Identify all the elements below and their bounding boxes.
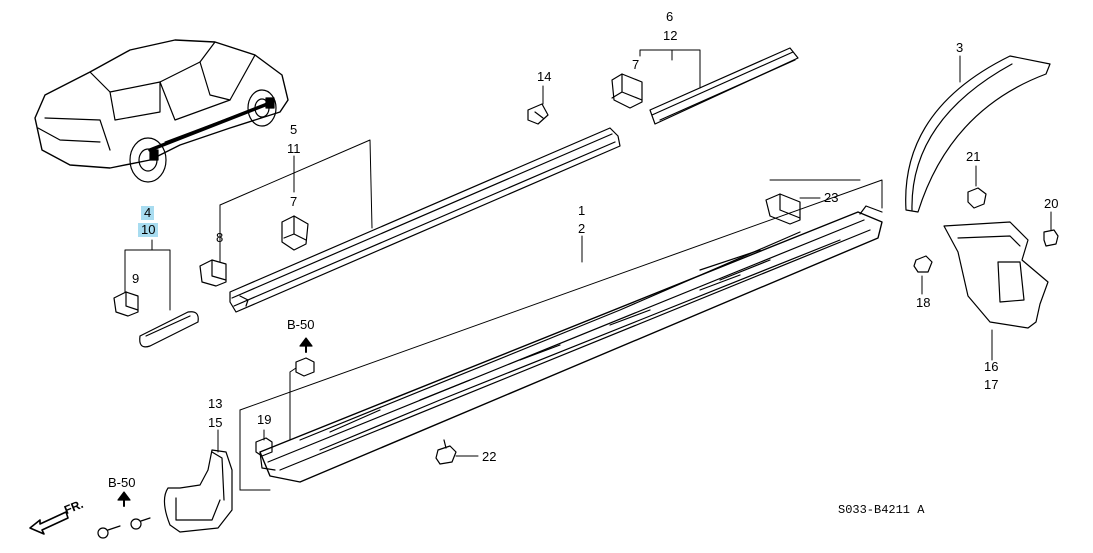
nut-21[interactable] <box>967 187 987 209</box>
label-part-21[interactable]: 21 <box>966 149 981 164</box>
label-part-16[interactable]: 16 <box>984 359 999 374</box>
label-part-20[interactable]: 20 <box>1044 196 1059 211</box>
part-13-15-front-mudguard[interactable] <box>163 449 233 533</box>
label-part-6[interactable]: 6 <box>666 9 674 24</box>
label-part-11[interactable]: 11 <box>287 141 301 156</box>
screw-22[interactable] <box>435 439 457 465</box>
nut-20[interactable] <box>1043 229 1059 247</box>
label-part-23[interactable]: 23 <box>824 190 839 205</box>
screws-front[interactable] <box>97 517 151 539</box>
label-part-3[interactable]: 3 <box>956 40 964 55</box>
label-part-9[interactable]: 9 <box>132 271 140 286</box>
label-b50-upper[interactable]: B-50 <box>287 317 315 332</box>
label-part-10[interactable]: 10 <box>138 223 159 237</box>
arrow-up-b50-upper <box>299 337 313 353</box>
clip-7-middle[interactable] <box>281 215 309 251</box>
label-part-12[interactable]: 12 <box>663 28 678 43</box>
label-part-19[interactable]: 19 <box>257 412 272 427</box>
label-part-14[interactable]: 14 <box>537 69 552 84</box>
label-part-17[interactable]: 17 <box>984 377 999 392</box>
part-1-2-side-sill[interactable] <box>259 205 883 483</box>
label-part-15[interactable]: 15 <box>208 415 223 430</box>
part-16-17-rear-mudguard[interactable] <box>943 221 1049 329</box>
arrow-up-b50-lower <box>117 491 131 507</box>
part-6-12-molding[interactable] <box>649 47 799 125</box>
label-part-7-upper[interactable]: 7 <box>632 57 640 72</box>
clip-8[interactable] <box>199 259 227 287</box>
front-direction-arrow <box>29 511 69 535</box>
clip-9[interactable] <box>113 291 139 317</box>
label-part-1[interactable]: 1 <box>578 203 586 218</box>
label-part-7-middle[interactable]: 7 <box>290 194 298 209</box>
clip-7-upper[interactable] <box>611 73 643 109</box>
part-4-10-emblem[interactable] <box>139 311 199 348</box>
screw-14[interactable] <box>527 103 549 125</box>
label-part-22[interactable]: 22 <box>482 449 497 464</box>
label-part-13[interactable]: 13 <box>208 396 223 411</box>
car-thumbnail <box>34 39 289 183</box>
label-part-4[interactable]: 4 <box>141 206 155 220</box>
clip-b50[interactable] <box>295 357 315 377</box>
label-b50-lower[interactable]: B-50 <box>108 475 136 490</box>
bracket-23[interactable] <box>765 193 801 225</box>
part-5-11-garnish[interactable] <box>229 127 621 313</box>
label-part-5[interactable]: 5 <box>290 122 298 137</box>
screw-18[interactable] <box>913 255 933 273</box>
part-3-arch-molding[interactable] <box>905 55 1051 213</box>
label-part-8[interactable]: 8 <box>216 230 224 245</box>
label-part-2[interactable]: 2 <box>578 221 586 236</box>
leader-lines <box>124 49 1052 491</box>
diagram-code: S033-B4211 A <box>838 503 925 517</box>
label-part-18[interactable]: 18 <box>916 295 931 310</box>
clip-19[interactable] <box>255 437 273 457</box>
